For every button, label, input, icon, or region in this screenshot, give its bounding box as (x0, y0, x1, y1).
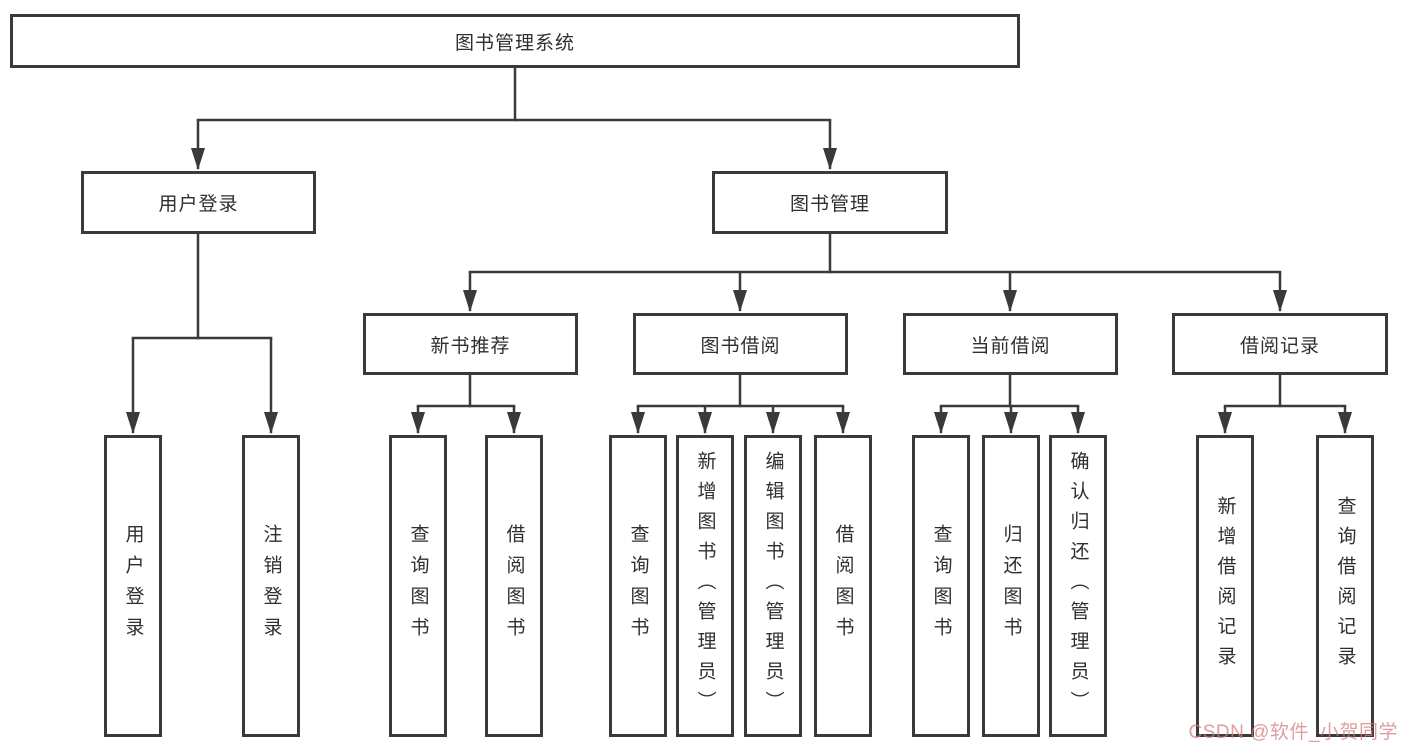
leaf-query-books-borrow: 查询图书 (609, 435, 667, 737)
connector-segments (126, 66, 1352, 434)
node-new-book-recommend: 新书推荐 (363, 313, 578, 375)
leaf-label: 借阅图书 (503, 524, 525, 648)
leaf-label: 新增借阅记录 (1214, 496, 1236, 676)
leaf-label: 归还图书 (1000, 524, 1022, 648)
leaf-add-books-admin: 新增图书（管理员） (676, 435, 734, 737)
leaf-query-books-recommend: 查询图书 (389, 435, 447, 737)
leaf-logout: 注销登录 (242, 435, 300, 737)
node-current-borrow: 当前借阅 (903, 313, 1118, 375)
leaf-label: 查询图书 (930, 524, 952, 648)
node-book-management: 图书管理 (712, 171, 948, 234)
leaf-label: 确认归还（管理员） (1067, 451, 1089, 721)
node-root-library-system: 图书管理系统 (10, 14, 1020, 68)
leaf-return-books: 归还图书 (982, 435, 1040, 737)
leaf-user-login: 用户登录 (104, 435, 162, 737)
leaf-query-borrow-record: 查询借阅记录 (1316, 435, 1374, 737)
node-user-login: 用户登录 (81, 171, 316, 234)
leaf-confirm-return-admin: 确认归还（管理员） (1049, 435, 1107, 737)
leaf-label: 借阅图书 (832, 524, 854, 648)
leaf-label: 查询图书 (407, 524, 429, 648)
leaf-query-books-current: 查询图书 (912, 435, 970, 737)
leaf-edit-books-admin: 编辑图书（管理员） (744, 435, 802, 737)
leaf-borrow-books: 借阅图书 (814, 435, 872, 737)
leaf-borrow-books-recommend: 借阅图书 (485, 435, 543, 737)
node-book-borrow: 图书借阅 (633, 313, 848, 375)
node-borrow-records: 借阅记录 (1172, 313, 1388, 375)
leaf-label: 注销登录 (260, 524, 282, 648)
leaf-label: 编辑图书（管理员） (762, 451, 784, 721)
leaf-label: 新增图书（管理员） (694, 451, 716, 721)
leaf-label: 用户登录 (122, 524, 144, 648)
leaf-label: 查询借阅记录 (1334, 496, 1356, 676)
leaf-label: 查询图书 (627, 524, 649, 648)
leaf-add-borrow-record: 新增借阅记录 (1196, 435, 1254, 737)
